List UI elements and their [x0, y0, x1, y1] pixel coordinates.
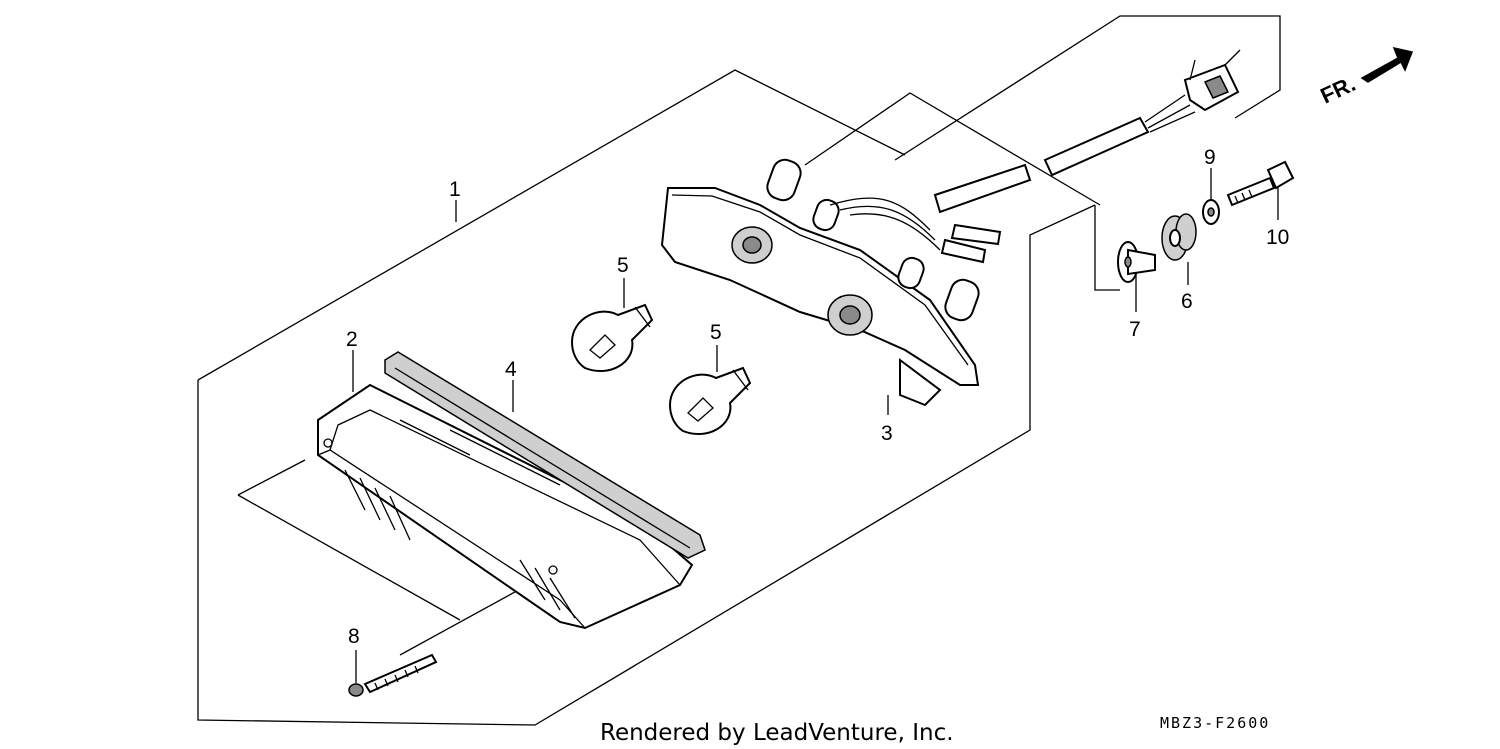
callout-6: 6 [1181, 290, 1193, 313]
callout-2: 2 [346, 328, 358, 351]
callout-5-upper: 5 [617, 254, 629, 277]
washer-part-9 [1202, 199, 1220, 225]
callout-7: 7 [1129, 318, 1141, 341]
housing-part-3 [660, 158, 1002, 407]
lens-part-2 [317, 383, 694, 630]
callout-10: 10 [1266, 226, 1289, 249]
grommet-part-6 [1161, 213, 1197, 261]
callout-9: 9 [1204, 146, 1216, 169]
collar-part-7 [1117, 241, 1156, 283]
gasket-part-4 [384, 351, 706, 559]
callout-3: 3 [881, 422, 893, 445]
callout-4: 4 [505, 358, 517, 381]
bolt-part-10 [1226, 160, 1295, 207]
wire-harness [933, 49, 1241, 214]
callout-5-lower: 5 [710, 321, 722, 344]
diagram-code: MBZ3-F2600 [1160, 714, 1270, 732]
callout-labels: 1 2 3 4 5 5 6 7 8 9 10 [346, 146, 1289, 648]
front-direction-arrow: FR. [1317, 46, 1414, 109]
bulb-part-5-upper [570, 303, 654, 373]
assembly-boundary [197, 15, 1281, 726]
callout-1: 1 [449, 178, 461, 201]
callout-8: 8 [348, 625, 360, 648]
direction-label: FR. [1317, 71, 1360, 109]
screw-part-8 [348, 653, 438, 697]
credit-text: Rendered by LeadVenture, Inc. [600, 720, 954, 746]
bulb-part-5-lower [668, 366, 752, 436]
